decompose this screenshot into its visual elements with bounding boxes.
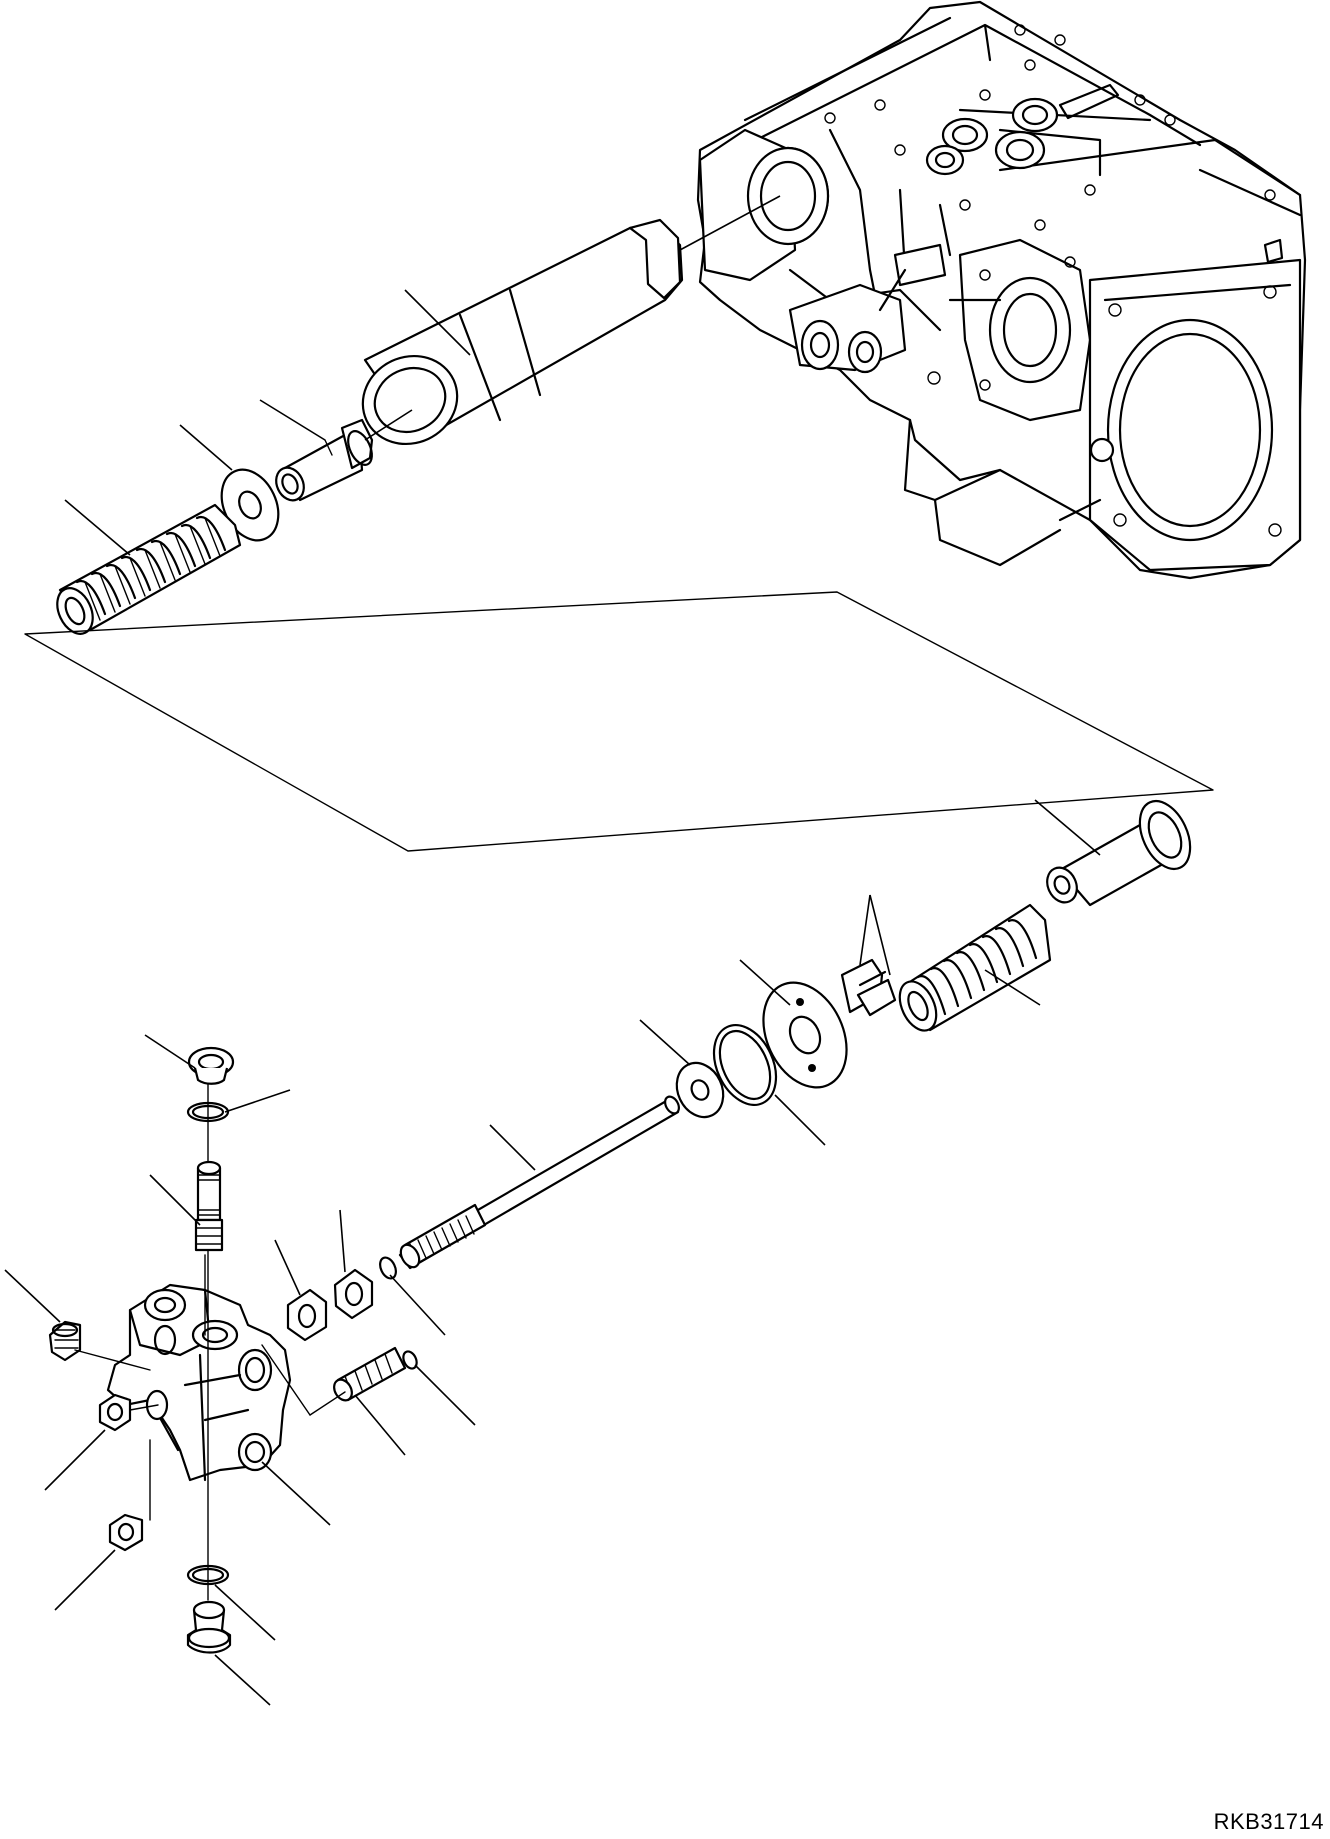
left-set-screw: [5, 1270, 150, 1370]
top-plug: [145, 1035, 233, 1084]
snap-ring: [702, 1015, 825, 1145]
top-spool: [260, 400, 412, 505]
bottom-washer: [640, 1020, 732, 1125]
bottom-plug: [188, 1602, 270, 1705]
assembly-reference-line: [25, 592, 1213, 851]
top-washer: [180, 425, 289, 550]
pilot-sleeve: [150, 1162, 222, 1250]
rod-o-ring: [377, 1255, 445, 1335]
spring-seat-head: [1035, 793, 1200, 907]
top-spring: [50, 500, 240, 640]
lock-nut-right: [335, 1210, 372, 1318]
bottom-spring: [893, 905, 1050, 1036]
left-nut-lower: [55, 1440, 150, 1610]
split-collar: [842, 895, 895, 1015]
left-nut-upper: [45, 1395, 158, 1490]
bottom-o-ring: [188, 1566, 275, 1640]
top-o-ring: [188, 1090, 290, 1121]
pump-housing: [698, 2, 1305, 578]
control-rod: [397, 1094, 682, 1270]
lock-nut-left: [275, 1240, 326, 1340]
top-sleeve: [348, 220, 682, 459]
screw-o-ring: [401, 1349, 475, 1425]
drawing-code-label: RKB31714: [1213, 1809, 1324, 1834]
adjust-screw: [331, 1348, 405, 1455]
